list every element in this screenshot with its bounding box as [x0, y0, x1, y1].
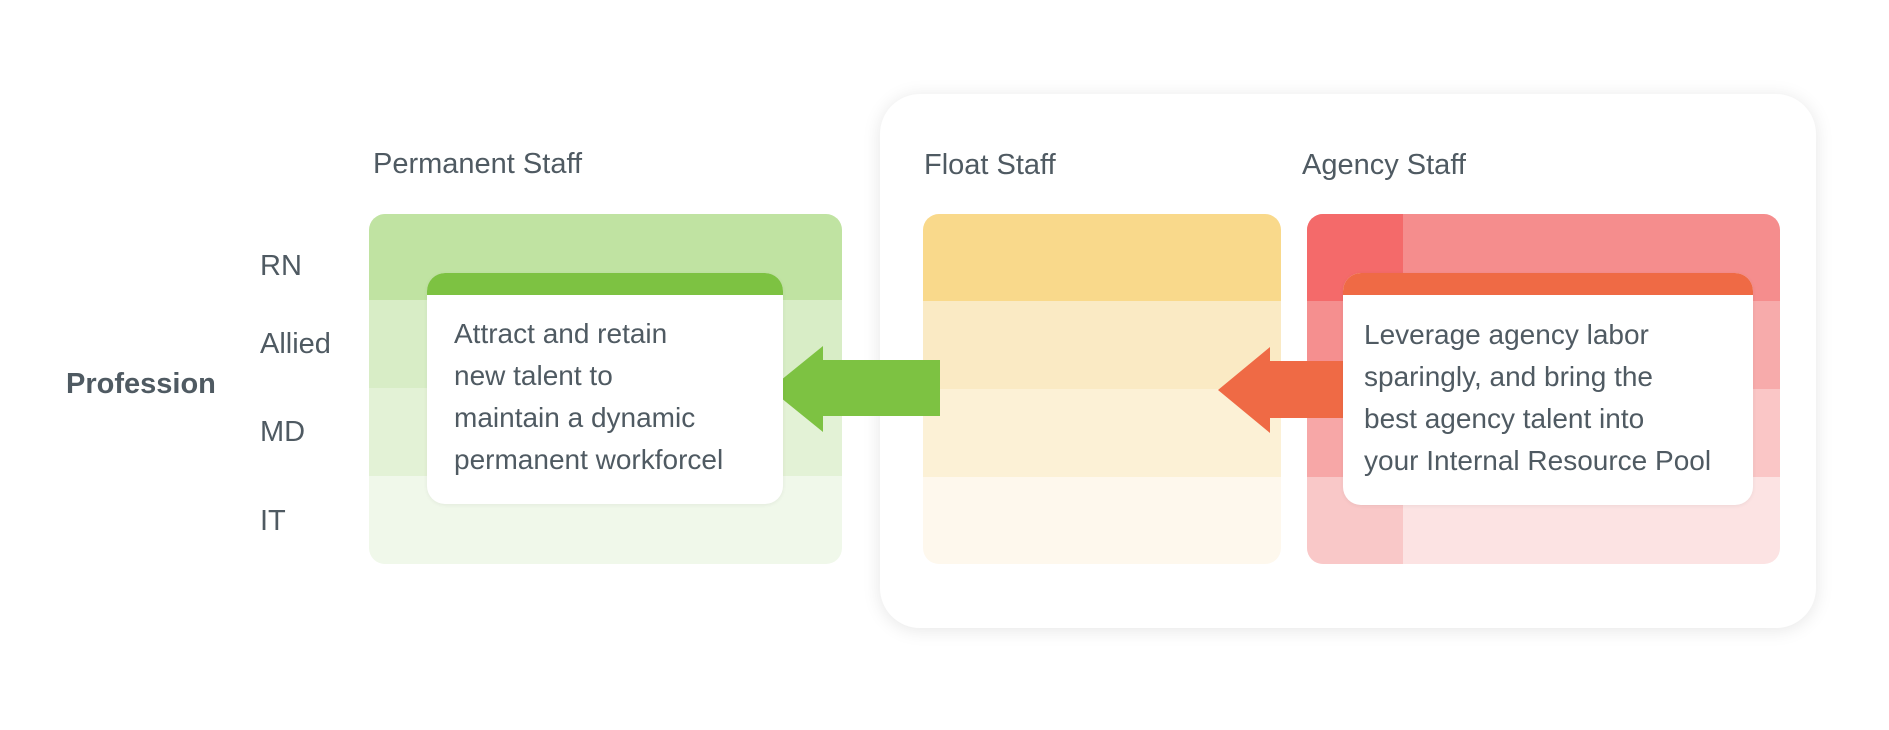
agency-callout: Leverage agency labor sparingly, and bri…	[1343, 273, 1753, 505]
permanent-callout-line: permanent workforcel	[454, 444, 724, 475]
agency-callout-bar	[1343, 273, 1753, 295]
row-label-it: IT	[260, 505, 286, 537]
float-staff-heading: Float Staff	[924, 149, 1056, 181]
permanent-staff-heading: Permanent Staff	[373, 148, 583, 180]
row-label-md: MD	[260, 416, 306, 448]
agency-callout-line: Leverage agency labor	[1364, 319, 1649, 350]
permanent-callout-line: new talent to	[454, 360, 613, 391]
profession-axis-title: Profession	[66, 368, 216, 400]
float-md-band	[923, 389, 1281, 477]
float-allied-band	[923, 301, 1281, 389]
row-label-rn: RN	[260, 250, 302, 282]
agency-staff-heading: Agency Staff	[1302, 149, 1466, 181]
float-staff-block	[923, 214, 1281, 564]
agency-callout-line: your Internal Resource Pool	[1364, 445, 1712, 476]
permanent-callout-bar	[427, 273, 783, 295]
float-rn-band	[923, 214, 1281, 301]
permanent-callout-line: Attract and retain	[454, 318, 668, 349]
orange-left-arrow	[1218, 347, 1346, 433]
permanent-callout: Attract and retain new talent to maintai…	[427, 273, 783, 504]
float-it-band	[923, 477, 1281, 564]
agency-callout-line: best agency talent into	[1364, 403, 1645, 434]
row-label-allied: Allied	[260, 328, 331, 360]
permanent-callout-line: maintain a dynamic	[454, 402, 696, 433]
agency-callout-line: sparingly, and bring the	[1364, 361, 1653, 392]
green-left-arrow	[770, 346, 940, 432]
permanent-callout-text: Attract and retain new talent to maintai…	[454, 313, 723, 481]
agency-callout-text: Leverage agency labor sparingly, and bri…	[1364, 314, 1711, 482]
